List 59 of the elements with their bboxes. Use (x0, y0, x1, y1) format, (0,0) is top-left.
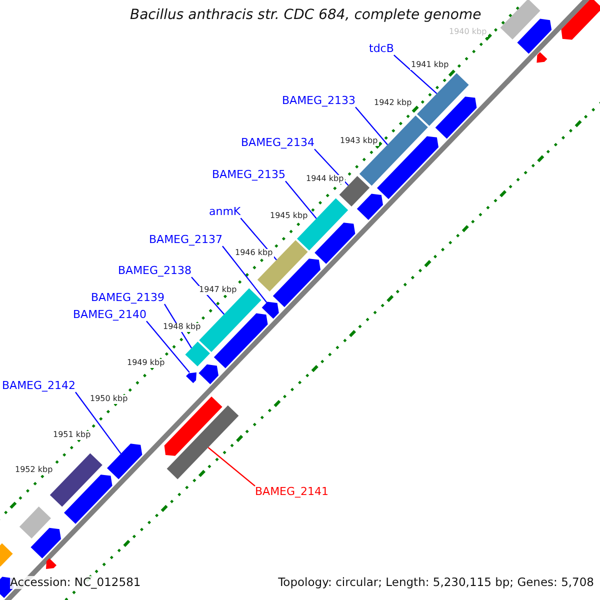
gene-block (30, 528, 61, 558)
gene-block (377, 136, 438, 200)
gene-bar (0, 543, 13, 567)
gene-label: BAMEG_2141 (255, 486, 329, 498)
scale-label: 1942 kbp (373, 99, 413, 108)
gene-block (262, 302, 279, 319)
title: Bacillus anthracis str. CDC 684, complete genome (130, 8, 482, 24)
scale-label: 1945 kbp (269, 212, 309, 221)
gene-block (198, 364, 218, 384)
scale-label: 1941 kbp (410, 61, 450, 70)
scale-label: 1946 kbp (234, 249, 274, 258)
gene-block (561, 0, 600, 40)
leader-line (355, 106, 388, 146)
gene-block (536, 52, 548, 63)
gene-label: tdcB (369, 43, 394, 56)
gene-bar (185, 342, 210, 366)
gene-block (314, 222, 356, 264)
scale-label: 1948 kbp (162, 323, 202, 332)
gene-bar (417, 73, 469, 126)
gene-block (356, 194, 383, 220)
leader-line (75, 392, 122, 454)
leader-line (146, 320, 190, 373)
scale-label: 1950 kbp (89, 395, 129, 404)
gene-bar (166, 405, 239, 480)
gene-label: BAMEG_2138 (118, 265, 192, 278)
leader-line (394, 54, 438, 94)
scale-label: 1944 kbp (305, 175, 345, 184)
gene-label: BAMEG_2142 (2, 380, 76, 392)
scale-label: 1947 kbp (198, 286, 238, 295)
info-text: Topology: circular; Length: 5,230,115 bp; Genes: 5,708 (278, 576, 594, 589)
gene-label: anmK (209, 206, 241, 218)
info-text: Accession: NC_012581 (10, 576, 141, 589)
gene-label: BAMEG_2140 (73, 309, 147, 322)
gene-label: BAMEG_2135 (212, 169, 286, 182)
gene-label: BAMEG_2137 (149, 234, 223, 246)
leader-line (208, 447, 256, 486)
gene-label: BAMEG_2134 (241, 137, 315, 150)
gene-block (64, 474, 112, 524)
scale-label: 1951 kbp (52, 431, 92, 440)
scale-label: 1952 kbp (14, 466, 54, 475)
gene-bar (500, 0, 540, 40)
gene-block (214, 313, 268, 368)
gene-block (107, 444, 142, 480)
gene-block (164, 396, 222, 456)
scale-label: 1940 kbp (448, 28, 488, 37)
leader-line (285, 180, 317, 219)
gene-block (46, 558, 56, 569)
gene-label: BAMEG_2133 (282, 95, 356, 108)
gene-block (435, 96, 477, 139)
gene-bar (359, 116, 428, 186)
gene-block (186, 372, 196, 384)
gene-bar (257, 240, 308, 292)
gene-label: BAMEG_2139 (91, 292, 165, 304)
scale-label: 1949 kbp (126, 359, 166, 368)
gene-bar (19, 506, 51, 538)
gene-block (517, 18, 552, 54)
gene-block (272, 258, 320, 308)
scale-label: 1943 kbp (339, 137, 379, 146)
leader-line (222, 246, 268, 303)
